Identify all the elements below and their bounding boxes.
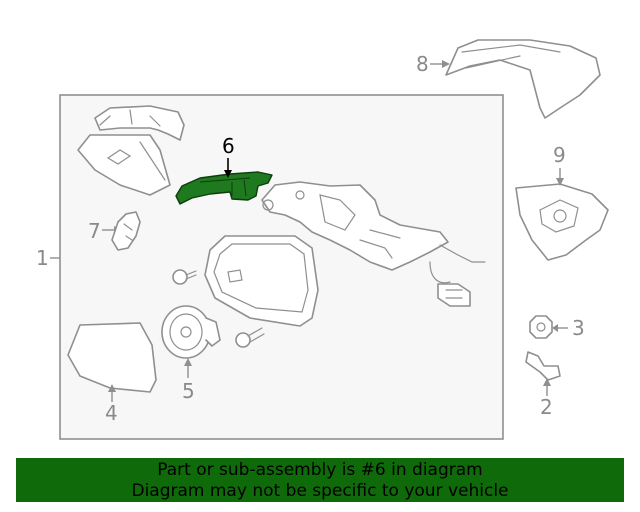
callout-5-label: 5: [182, 379, 195, 403]
upper-housing-part: [77, 105, 185, 196]
notice-banner: Part or sub-assembly is #6 in diagram Di…: [16, 458, 624, 502]
part-5: [161, 305, 221, 359]
callout-2[interactable]: 2: [540, 378, 553, 419]
part-8: [445, 39, 601, 119]
screw-small-center: [172, 269, 197, 285]
banner-line-2: Diagram may not be specific to your vehi…: [131, 481, 509, 501]
glass-frame-part: [204, 235, 319, 327]
callout-6-label: 6: [222, 134, 235, 158]
callout-2-label: 2: [540, 395, 553, 419]
callout-1-label: 1: [36, 246, 49, 270]
callout-4-label: 4: [105, 401, 118, 425]
part-2: [525, 351, 561, 381]
part-6-highlighted[interactable]: [175, 171, 273, 205]
callout-7-label: 7: [88, 219, 101, 243]
part-7: [111, 211, 141, 251]
part-4: [67, 322, 157, 393]
banner-line-1: Part or sub-assembly is #6 in diagram: [157, 460, 483, 480]
mirror-base-part: [261, 181, 486, 307]
callout-8-label: 8: [416, 52, 429, 76]
callout-4[interactable]: 4: [105, 384, 118, 425]
callout-5[interactable]: 5: [182, 358, 195, 403]
callout-1[interactable]: 1: [36, 246, 60, 270]
callout-3[interactable]: 3: [552, 316, 585, 340]
callout-8[interactable]: 8: [416, 52, 450, 76]
callout-9-label: 9: [553, 143, 566, 167]
screw-near-motor: [235, 327, 265, 348]
part-3: [529, 315, 553, 339]
part-9: [515, 183, 609, 261]
callout-9[interactable]: 9: [553, 143, 566, 186]
callout-6[interactable]: 6: [222, 134, 235, 178]
callout-3-label: 3: [572, 316, 585, 340]
